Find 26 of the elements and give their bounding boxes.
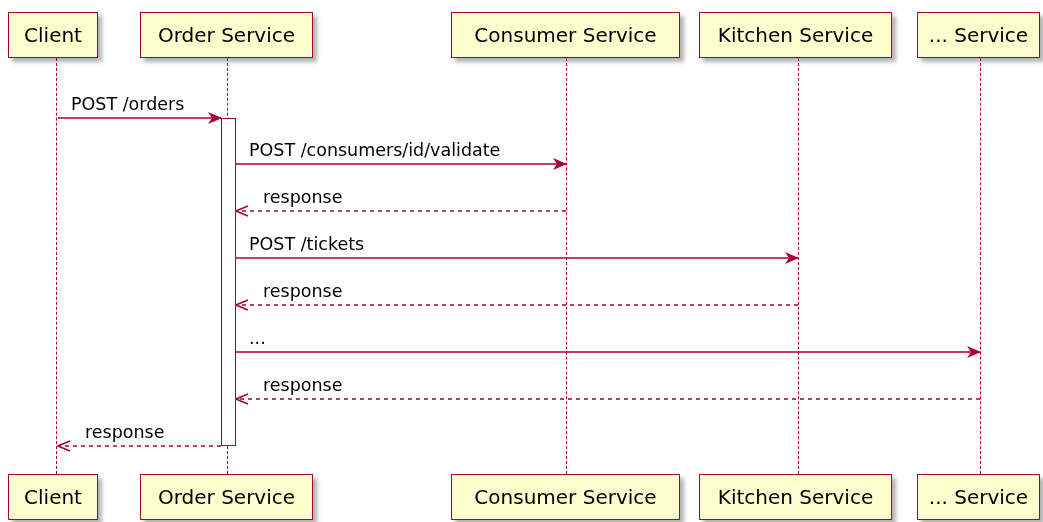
participant-box: Client: [8, 474, 98, 520]
participant-box: Order Service: [140, 12, 313, 58]
participant-box: ... Service: [917, 474, 1040, 520]
participant-box: ... Service: [917, 12, 1040, 58]
lifeline: [566, 58, 568, 474]
message-arrow: [57, 440, 222, 452]
participant-box: Order Service: [140, 474, 313, 520]
participant-box: Kitchen Service: [699, 474, 892, 520]
lifeline: [798, 58, 800, 474]
message-label: POST /consumers/id/validate: [248, 140, 502, 160]
message-arrow: [235, 252, 799, 264]
participant-box: Client: [8, 12, 98, 58]
message-arrow: [235, 393, 981, 405]
participant-box: Consumer Service: [451, 12, 680, 58]
message-arrow: [235, 346, 981, 358]
message-arrow: [235, 205, 567, 217]
lifeline: [56, 58, 58, 474]
activation-bar: [221, 118, 236, 446]
lifeline: [980, 58, 982, 474]
message-arrow: [57, 112, 222, 124]
participant-box: Consumer Service: [451, 474, 680, 520]
message-label: POST /tickets: [248, 234, 366, 254]
participant-box: Kitchen Service: [699, 12, 892, 58]
message-arrow: [235, 158, 567, 170]
message-label: POST /orders: [70, 94, 186, 114]
message-arrow: [235, 299, 799, 311]
